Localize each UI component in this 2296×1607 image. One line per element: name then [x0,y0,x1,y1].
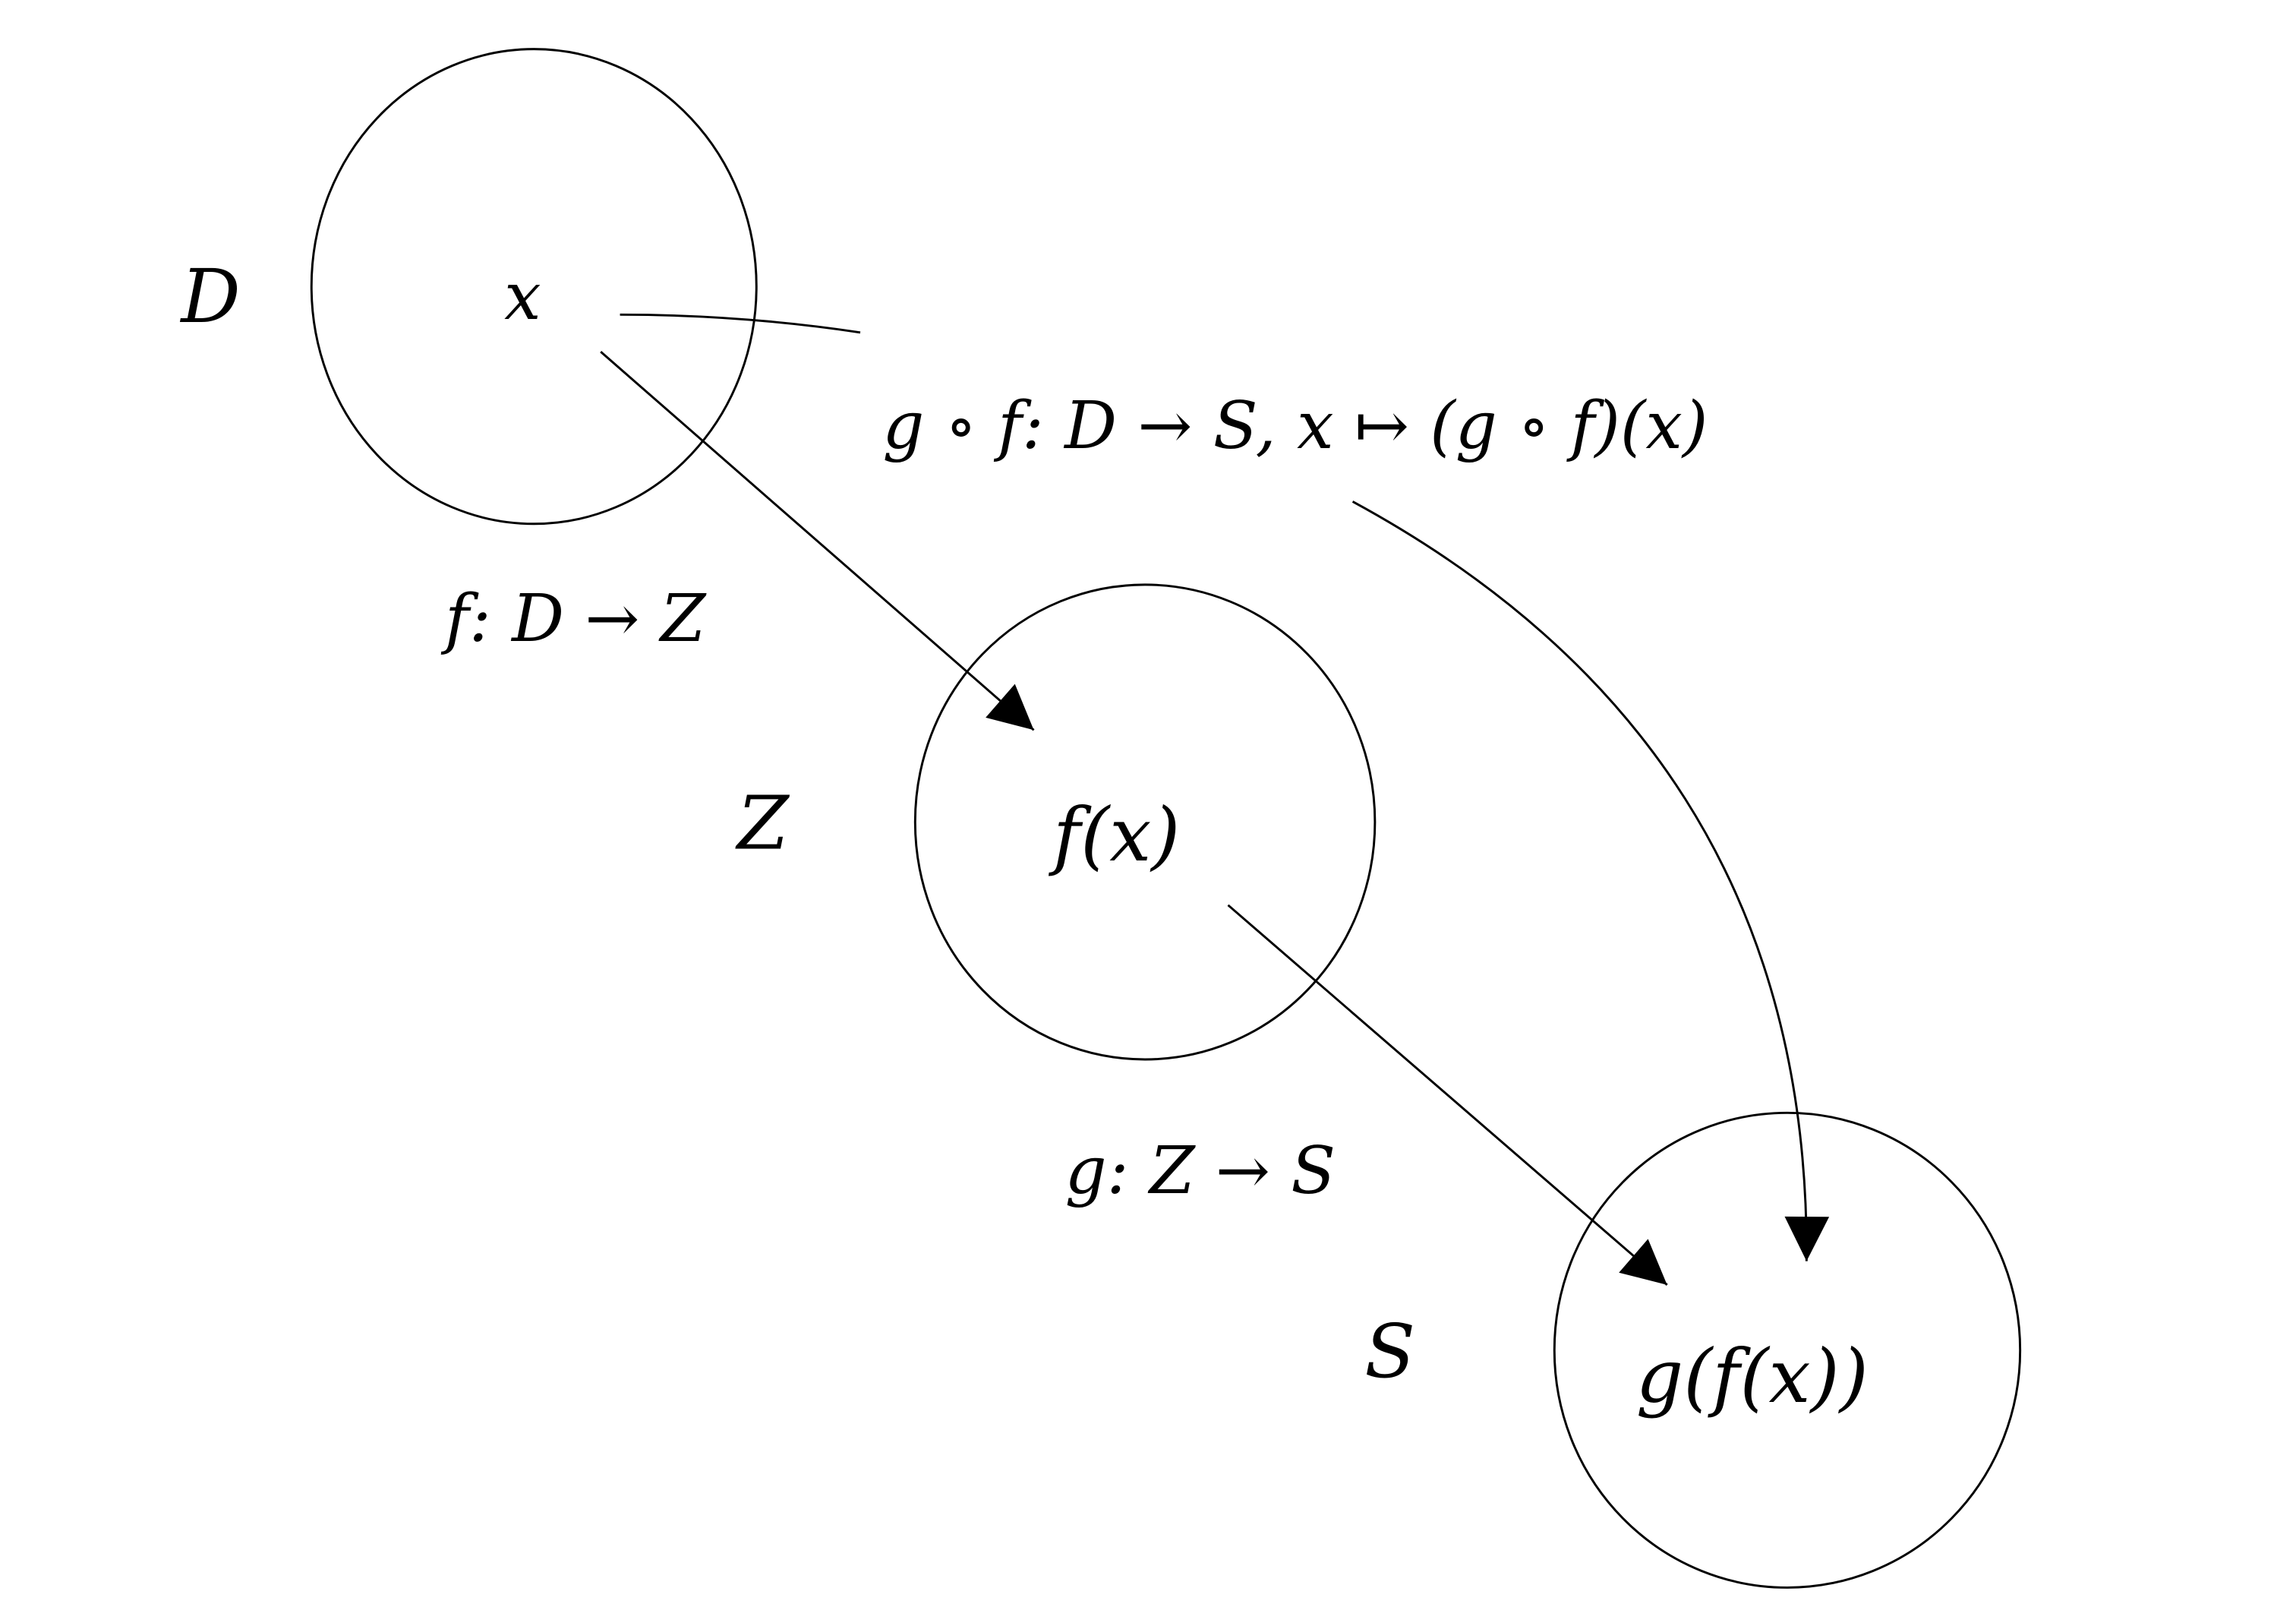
element-x: x [504,259,541,335]
set-d-label: D [179,254,240,340]
composite-connector-line [620,313,861,334]
composite-map-label: g ∘ f: D → S, x ↦ (g ∘ f)(x) [882,388,1708,464]
g-map-label: g: Z → S [1065,1133,1336,1209]
set-d-circle [310,48,758,526]
set-s-circle [1553,1111,2022,1589]
set-s-label: S [1364,1309,1415,1395]
element-g-of-f-of-x: g(f(x)) [1636,1334,1869,1420]
f-arrow [600,351,1035,731]
f-map-label: f: D → Z [440,581,707,657]
set-z-circle [913,583,1377,1061]
set-z-label: Z [735,781,790,867]
g-arrow [1227,904,1668,1287]
element-f-of-x: f(x) [1048,792,1180,879]
composite-arrow [1351,500,1830,1261]
